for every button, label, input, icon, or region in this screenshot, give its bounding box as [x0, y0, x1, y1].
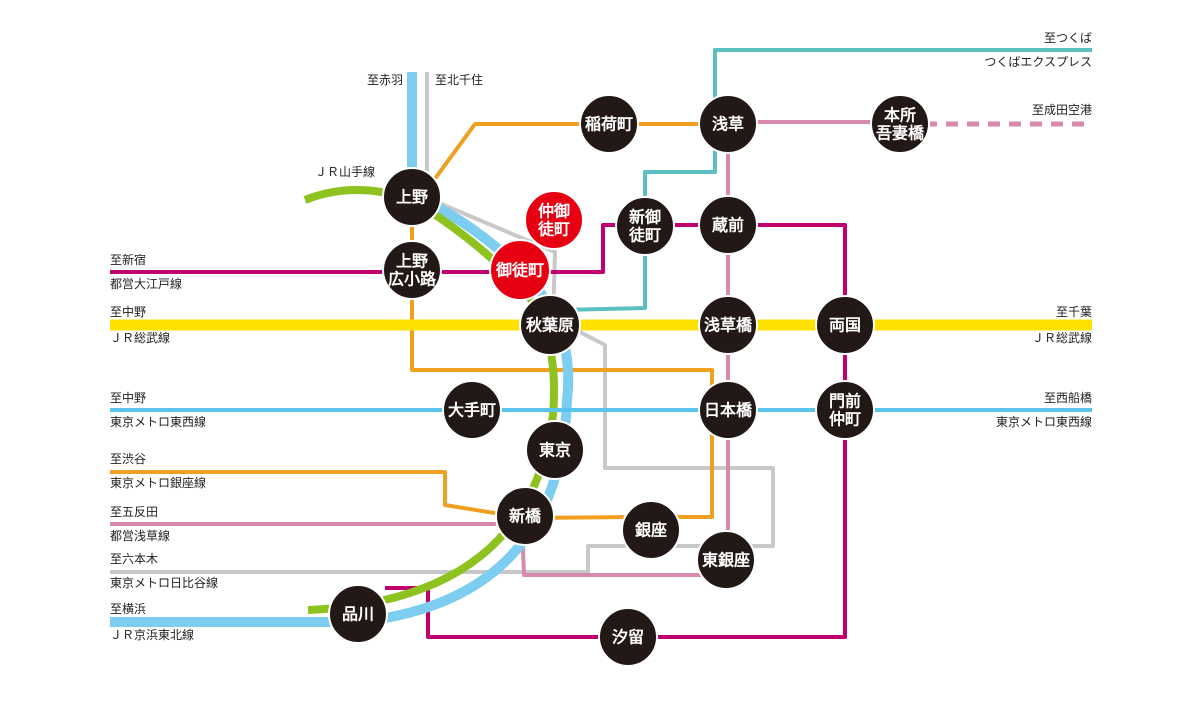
station-name: 浅草橋 — [704, 316, 753, 335]
station-asakusa[interactable]: 浅草 — [698, 94, 758, 154]
to-gotanda-label: 至五反田 — [110, 505, 158, 519]
oedo-line-label: 都営大江戸線 — [110, 276, 182, 291]
station-name: 品川 — [342, 605, 374, 624]
tozai-line-right-label: 東京メトロ東西線 — [996, 414, 1092, 429]
ginza-line-label: 東京メトロ銀座線 — [110, 475, 206, 490]
station-marker[interactable] — [698, 295, 758, 355]
to-nakano-sobu-label: 至中野 — [110, 304, 146, 319]
station-name: 汐留 — [612, 628, 644, 647]
station-marker[interactable] — [870, 94, 930, 154]
keihin-line-label: ＪＲ京浜東北線 — [110, 627, 194, 642]
to-shibuya-label: 至渋谷 — [110, 452, 146, 466]
station-name: 門前 — [829, 392, 861, 411]
station-marker[interactable] — [524, 190, 584, 250]
station-name: 東銀座 — [702, 551, 750, 570]
tsukuba-line-path — [559, 48, 1092, 312]
to-shinjuku-label: 至新宿 — [110, 252, 146, 267]
station-ryogoku[interactable]: 両国 — [815, 295, 875, 355]
station-akihabara[interactable]: 秋葉原 — [519, 294, 581, 356]
station-okachimachi[interactable]: 御徒町 — [489, 239, 551, 301]
station-marker[interactable] — [621, 500, 681, 560]
to-nakano-tozai-label: 至中野 — [110, 390, 146, 405]
sobu-line-right-label: ＪＲ総武線 — [1032, 330, 1092, 345]
hibiya-line-path — [110, 72, 775, 574]
yamanote-label: ＪＲ山手線 — [315, 164, 375, 179]
station-name: 吾妻橋 — [876, 124, 925, 143]
station-shimbashi[interactable]: 新橋 — [495, 486, 555, 546]
station-marker[interactable] — [598, 607, 658, 667]
station-marker[interactable] — [579, 94, 639, 154]
station-name: 東京 — [539, 441, 571, 460]
station-marker[interactable] — [489, 239, 551, 301]
station-marker[interactable] — [698, 94, 758, 154]
station-name: 徒町 — [537, 220, 570, 239]
to-akabane-label: 至赤羽 — [367, 73, 403, 87]
station-marker[interactable] — [698, 380, 758, 440]
station-name: 上野 — [396, 188, 428, 207]
station-name: 蔵前 — [712, 216, 744, 235]
station-name: 新橋 — [509, 507, 542, 526]
to-roppongi-label: 至六本木 — [110, 552, 158, 566]
hibiya-line-label: 東京メトロ日比谷線 — [110, 575, 218, 590]
station-name: 大手町 — [448, 401, 496, 420]
to-nishifunabashi-label: 至西船橋 — [1044, 391, 1092, 405]
station-marker[interactable] — [696, 530, 756, 590]
station-marker[interactable] — [328, 584, 388, 644]
asakusa-line-label: 都営浅草線 — [110, 528, 170, 543]
to-tsukuba-label: 至つくば — [1044, 31, 1092, 45]
station-marker[interactable] — [442, 380, 502, 440]
station-name: 仲御 — [538, 202, 570, 221]
station-name: 広小路 — [388, 270, 437, 289]
station-higashi-ginza[interactable]: 東銀座 — [696, 530, 756, 590]
station-name: 両国 — [829, 316, 861, 335]
to-yokohama-label: 至横浜 — [110, 602, 146, 616]
tozai-line-left-label: 東京メトロ東西線 — [110, 414, 206, 429]
station-asakusabashi[interactable]: 浅草橋 — [698, 295, 758, 355]
station-otemachi[interactable]: 大手町 — [442, 380, 502, 440]
station-name: 秋葉原 — [526, 316, 574, 335]
station-marker[interactable] — [495, 486, 555, 546]
station-tokyo[interactable]: 東京 — [525, 420, 585, 480]
station-marker[interactable] — [382, 167, 442, 227]
station-name: 本所 — [884, 106, 916, 125]
station-nihonbashi[interactable]: 日本橋 — [698, 380, 758, 440]
station-marker[interactable] — [525, 420, 585, 480]
station-kuramae[interactable]: 蔵前 — [698, 195, 758, 255]
station-name: 上野 — [396, 252, 428, 271]
station-name: 仲町 — [829, 410, 861, 429]
station-ueno[interactable]: 上野 — [382, 167, 442, 227]
sobu-line-left-label: ＪＲ総武線 — [110, 330, 170, 345]
station-shiodome[interactable]: 汐留 — [598, 607, 658, 667]
keihin-line-path — [110, 72, 574, 627]
station-shinagawa[interactable]: 品川 — [328, 584, 388, 644]
station-name: 銀座 — [635, 521, 667, 540]
station-marker[interactable] — [519, 294, 581, 356]
station-marker[interactable] — [815, 380, 875, 440]
station-marker[interactable] — [815, 295, 875, 355]
to-chiba-label: 至千葉 — [1056, 305, 1092, 319]
station-name: 浅草 — [712, 115, 744, 134]
station-name: 徒町 — [628, 226, 661, 245]
tsukuba-express-label: つくばエクスプレス — [984, 55, 1092, 69]
station-ginza[interactable]: 銀座 — [621, 500, 681, 560]
station-name: 日本橋 — [704, 401, 753, 420]
station-marker[interactable] — [698, 195, 758, 255]
station-marker[interactable] — [615, 196, 675, 256]
to-kitasenju-label: 至北千住 — [435, 73, 483, 87]
station-marker[interactable] — [382, 240, 442, 300]
station-name: 新御 — [629, 208, 661, 227]
station-inaricho[interactable]: 稲荷町 — [579, 94, 639, 154]
station-name: 御徒町 — [495, 261, 544, 280]
station-name: 稲荷町 — [585, 115, 633, 134]
to-narita-label: 至成田空港 — [1032, 103, 1092, 117]
